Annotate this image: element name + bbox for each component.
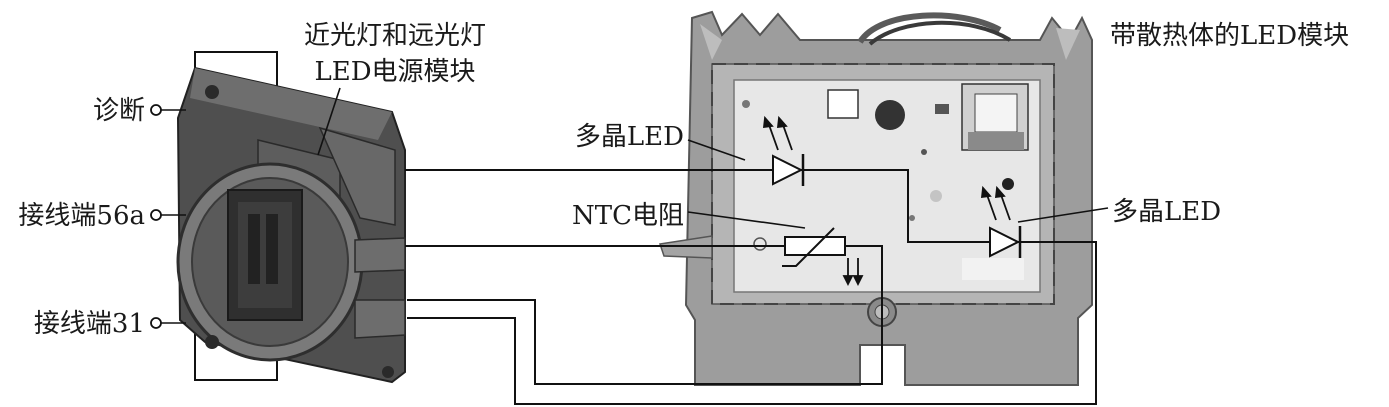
leader-multi-led-right bbox=[1017, 207, 1109, 223]
power-module bbox=[176, 51, 406, 384]
board-component bbox=[827, 89, 859, 119]
mount-hole bbox=[205, 85, 219, 99]
mount-hole bbox=[382, 366, 394, 378]
terminal-31-dot bbox=[150, 317, 162, 329]
terminal-56a-dot bbox=[150, 209, 162, 221]
led-module bbox=[659, 10, 1093, 386]
label-power-module-line2: LED电源模块 bbox=[314, 57, 475, 87]
board-capacitor bbox=[875, 100, 905, 130]
leader-ntc bbox=[687, 211, 806, 229]
terminal-diagnosis-dot bbox=[150, 104, 162, 116]
terminals bbox=[150, 104, 186, 329]
label-multi-led-left: 多晶LED bbox=[575, 122, 684, 152]
label-led-module-heatsink: 带散热体的LED模块 bbox=[1110, 21, 1349, 51]
label-diagnosis: 诊断 bbox=[93, 96, 145, 126]
leader-lines bbox=[317, 87, 1109, 229]
label-power-module-line1: 近光灯和远光灯 bbox=[304, 21, 486, 51]
ntc-symbol bbox=[782, 227, 864, 287]
led-symbol-left bbox=[762, 115, 805, 186]
label-terminal-56a: 接线端56a bbox=[18, 201, 145, 231]
mount-hole bbox=[205, 335, 219, 349]
label-terminal-31: 接线端31 bbox=[34, 309, 145, 339]
leader-multi-led-left bbox=[687, 139, 746, 161]
leader-power-module bbox=[317, 87, 341, 156]
led-symbol-right bbox=[980, 185, 1022, 258]
label-ntc-resistor: NTC电阻 bbox=[572, 201, 684, 231]
label-multi-led-right: 多晶LED bbox=[1112, 197, 1221, 227]
